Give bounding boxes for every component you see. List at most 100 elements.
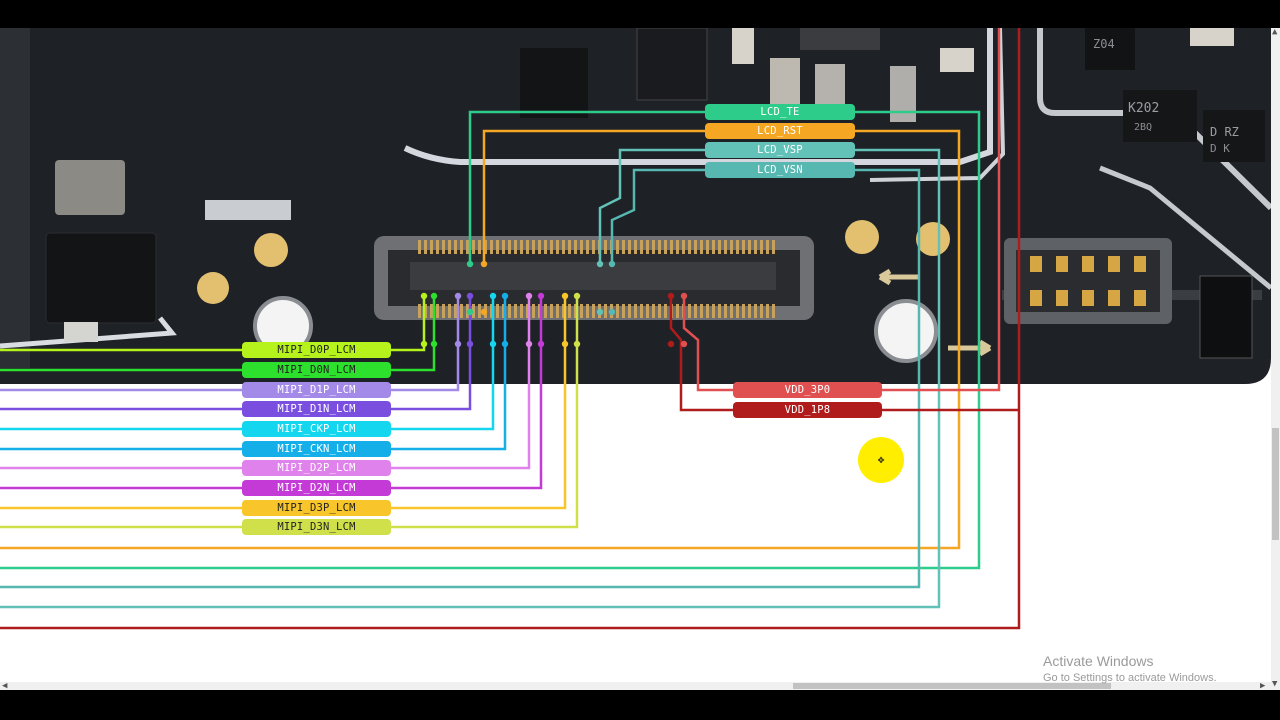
connector-pin-bottom bbox=[646, 304, 649, 318]
connector-pin-bottom bbox=[448, 304, 451, 318]
scroll-right-arrow-icon[interactable]: ▶ bbox=[1260, 681, 1266, 691]
connector-pin-top bbox=[508, 240, 511, 254]
pin-marker-mipi-d0n bbox=[430, 292, 438, 300]
scroll-up-arrow-icon[interactable]: ▲ bbox=[1272, 27, 1278, 37]
connector-pin-top bbox=[748, 240, 751, 254]
pin-marker-vdd-1p8 bbox=[667, 292, 675, 300]
schematic-viewer[interactable]: Z04 K202 2BQ D RZ D K bbox=[0, 28, 1271, 682]
connector-pin-bottom bbox=[760, 304, 763, 318]
right-connector-pin bbox=[1082, 290, 1094, 306]
connector-pin-bottom bbox=[526, 304, 529, 318]
trace-mipi-ckp bbox=[0, 296, 495, 431]
connector-pin-bottom bbox=[550, 304, 553, 318]
connector-pin-top bbox=[760, 240, 763, 254]
connector-pin-bottom bbox=[574, 304, 577, 318]
label-mipi-d2n: MIPI_D2N_LCM bbox=[242, 480, 391, 496]
pin-marker-mipi-d3p bbox=[561, 292, 569, 300]
right-connector-pin bbox=[1056, 256, 1068, 272]
connector-pin-bottom bbox=[628, 304, 631, 318]
trace-mipi-d3p bbox=[0, 296, 567, 510]
connector-pin-top bbox=[514, 240, 517, 254]
pin-marker-lcd-vsp bbox=[596, 260, 604, 268]
connector-pin-bottom bbox=[622, 304, 625, 318]
connector-pin-top bbox=[724, 240, 727, 254]
connector-pin-top bbox=[670, 240, 673, 254]
connector-pin-top bbox=[700, 240, 703, 254]
connector-pin-bottom bbox=[454, 304, 457, 318]
connector-pin-top bbox=[766, 240, 769, 254]
right-connector-pin bbox=[1030, 256, 1042, 272]
label-mipi-d3p: MIPI_D3P_LCM bbox=[242, 500, 391, 516]
mouse-pointer-icon: ✥ bbox=[877, 453, 885, 466]
connector-pin-top bbox=[640, 240, 643, 254]
connector-pin-bottom bbox=[694, 304, 697, 318]
connector-pin-top bbox=[490, 240, 493, 254]
test-point-mipi-d0n bbox=[430, 340, 438, 348]
chip-z04-marking: Z04 bbox=[1093, 37, 1115, 51]
connector-pin-top bbox=[562, 240, 565, 254]
connector-pin-top bbox=[664, 240, 667, 254]
test-point-mipi-d2n bbox=[537, 340, 545, 348]
scroll-left-arrow-icon[interactable]: ◀ bbox=[2, 681, 8, 691]
connector-pin-top bbox=[472, 240, 475, 254]
connector-pin-bottom bbox=[508, 304, 511, 318]
trace-lcd-te bbox=[0, 110, 981, 570]
connector-pin-top bbox=[730, 240, 733, 254]
connector-pin-top bbox=[742, 240, 745, 254]
vertical-scroll-thumb[interactable] bbox=[1272, 428, 1279, 540]
label-lcd-vsp: LCD_VSP bbox=[705, 142, 855, 158]
horizontal-scrollbar[interactable]: ◀ ▶ bbox=[0, 681, 1271, 691]
trace-mipi-d0p bbox=[0, 296, 426, 352]
connector-pin-bottom bbox=[472, 304, 475, 318]
right-connector-pin bbox=[1082, 256, 1094, 272]
test-point-vdd-3p0 bbox=[680, 340, 688, 348]
trace-mipi-d1p bbox=[0, 296, 460, 392]
connector-pin-bottom bbox=[706, 304, 709, 318]
connector-pin-top bbox=[652, 240, 655, 254]
trace-vdd-1p8 bbox=[0, 28, 1021, 630]
activate-windows-watermark: Activate Windows Go to Settings to activ… bbox=[1043, 653, 1217, 684]
connector-pin-top bbox=[502, 240, 505, 254]
activate-windows-subtitle: Go to Settings to activate Windows. bbox=[1043, 672, 1217, 684]
connector-pin-top bbox=[526, 240, 529, 254]
connector-pin-top bbox=[418, 240, 421, 254]
trace-mipi-d2p bbox=[0, 296, 531, 470]
connector-pin-top bbox=[658, 240, 661, 254]
connector-pin-top bbox=[628, 240, 631, 254]
pin-marker-lcd-te bbox=[466, 260, 474, 268]
connector-pin-bottom bbox=[766, 304, 769, 318]
connector-pin-top bbox=[616, 240, 619, 254]
pin-marker-mipi-d1p bbox=[454, 292, 462, 300]
trace-lcd-vsn bbox=[0, 168, 921, 589]
right-connector-pin bbox=[1134, 290, 1146, 306]
test-point-mipi-d3p bbox=[561, 340, 569, 348]
horizontal-scroll-thumb[interactable] bbox=[793, 683, 1111, 689]
connector-pin-bottom bbox=[562, 304, 565, 318]
connector-pin-top bbox=[688, 240, 691, 254]
pin-marker-mipi-d2n bbox=[537, 292, 545, 300]
connector-pin-top bbox=[424, 240, 427, 254]
connector-pin-top bbox=[496, 240, 499, 254]
connector-pin-bottom bbox=[676, 304, 679, 318]
right-connector-pin bbox=[1056, 290, 1068, 306]
label-mipi-d2p: MIPI_D2P_LCM bbox=[242, 460, 391, 476]
connector-pin-top bbox=[754, 240, 757, 254]
label-mipi-ckp: MIPI_CKP_LCM bbox=[242, 421, 391, 437]
connector-pin-bottom bbox=[634, 304, 637, 318]
pin-marker-lcd-vsn bbox=[608, 260, 616, 268]
connector-pin-top bbox=[682, 240, 685, 254]
label-mipi-d0n: MIPI_D0N_LCM bbox=[242, 362, 391, 378]
pcb-board-image: Z04 K202 2BQ D RZ D K bbox=[0, 28, 1271, 630]
scroll-down-arrow-icon[interactable]: ▼ bbox=[1272, 679, 1278, 689]
test-point-vdd-1p8 bbox=[667, 340, 675, 348]
connector-pin-bottom bbox=[664, 304, 667, 318]
connector-pin-top bbox=[676, 240, 679, 254]
vertical-scrollbar[interactable]: ▲ ▼ bbox=[1271, 28, 1280, 690]
trace-mipi-d3n bbox=[0, 296, 579, 529]
connector-pin-top bbox=[646, 240, 649, 254]
connector-pin-top bbox=[712, 240, 715, 254]
trace-vdd-3p0 bbox=[682, 28, 1001, 392]
connector-pin-bottom bbox=[502, 304, 505, 318]
pin-marker-mipi-d1n bbox=[466, 292, 474, 300]
connector-pin-top bbox=[718, 240, 721, 254]
